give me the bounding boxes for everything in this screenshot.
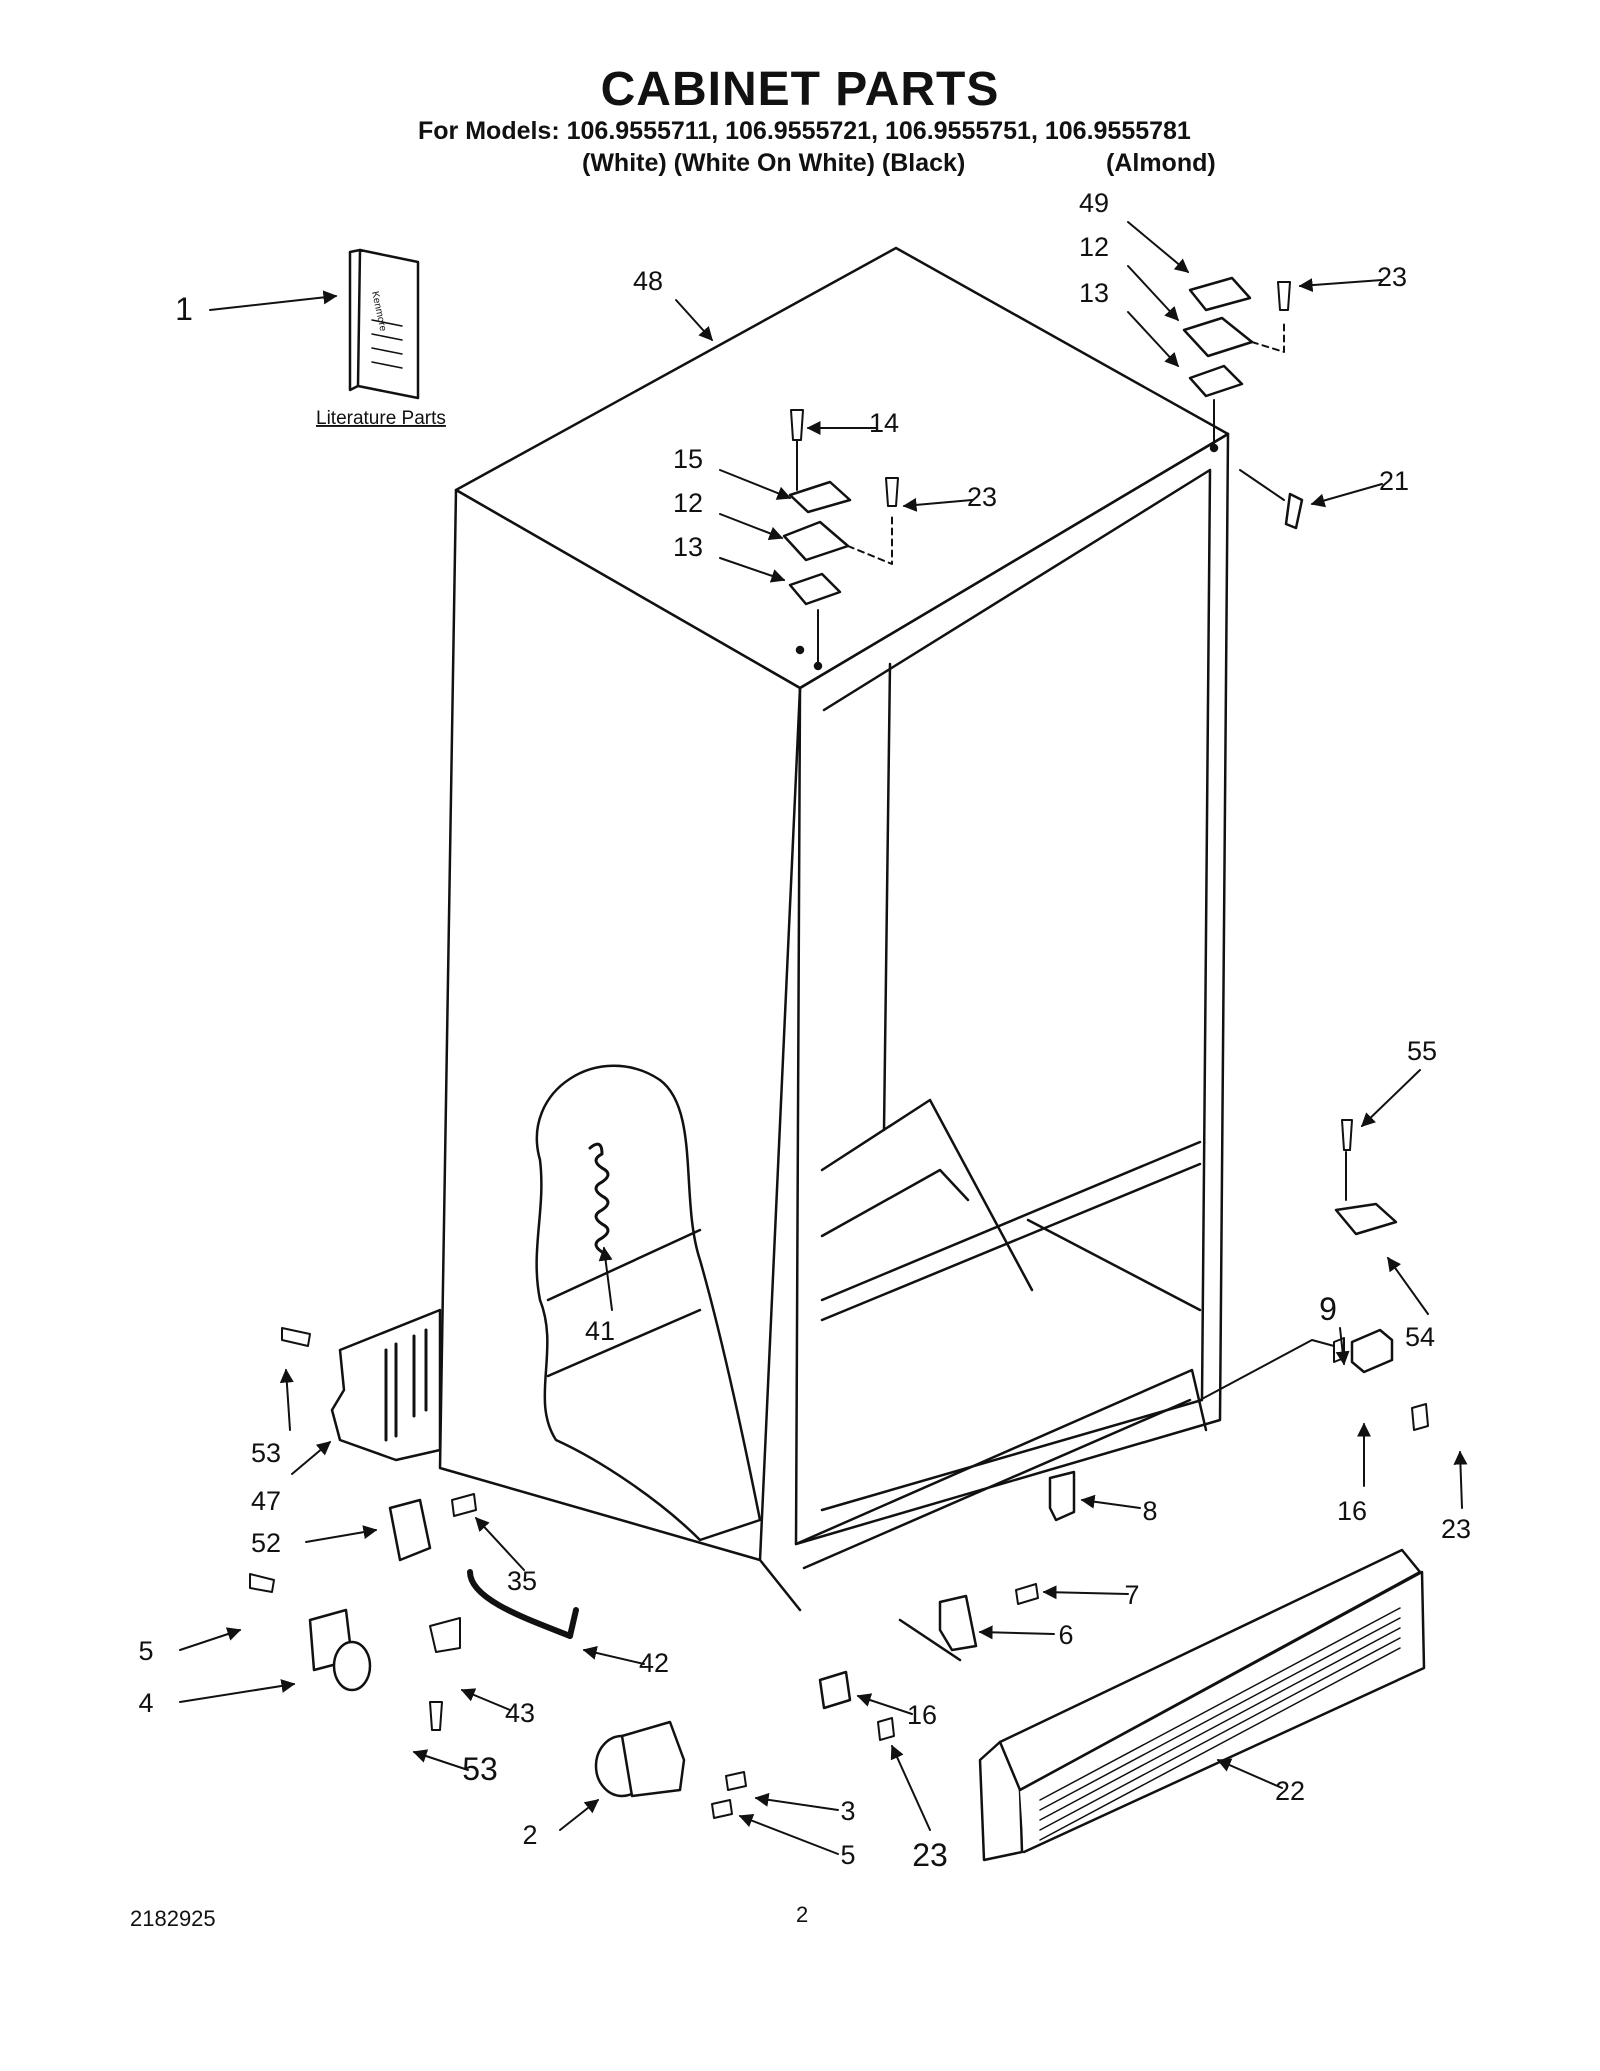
callout-5-arrow <box>738 1814 839 1855</box>
callout-16-arrow <box>856 1693 913 1715</box>
callout-9: 9 <box>1319 1291 1337 1327</box>
callout-53-arrow <box>279 1368 294 1431</box>
callout-49-arrow <box>1127 221 1190 273</box>
callout-42-arrow <box>582 1646 645 1665</box>
callout-13: 13 <box>673 532 703 562</box>
callout-15-arrow <box>719 469 792 500</box>
callout-13-arrow <box>719 557 786 583</box>
toe-grille-22 <box>978 1548 1426 1862</box>
callout-5: 5 <box>138 1636 153 1666</box>
callout-21: 21 <box>1379 466 1409 496</box>
callout-8-arrow <box>1080 1494 1141 1509</box>
document-number: 2182925 <box>130 1906 216 1931</box>
lower-hinge-right <box>1199 1119 1429 1431</box>
callout-14: 14 <box>869 408 899 438</box>
callout-16: 16 <box>907 1700 937 1730</box>
callout-41-arrow <box>598 1246 613 1311</box>
callout-13: 13 <box>1079 278 1109 308</box>
callout-53: 53 <box>251 1438 281 1468</box>
callout-15: 15 <box>673 444 703 474</box>
model-numbers: For Models: 106.9555711, 106.9555721, 10… <box>418 117 1191 145</box>
callout-48: 48 <box>633 266 663 296</box>
callout-23-arrow <box>890 1744 931 1831</box>
callout-3-arrow <box>754 1792 839 1811</box>
callout-55: 55 <box>1407 1036 1437 1066</box>
callout-5: 5 <box>840 1840 855 1870</box>
bracket-47 <box>281 1308 442 1462</box>
callout-47: 47 <box>251 1486 281 1516</box>
literature-booklet: Kenmore <box>348 248 420 400</box>
callout-8: 8 <box>1142 1496 1157 1526</box>
page-title: CABINET PARTS <box>600 63 1000 116</box>
model-color-almond: (Almond) <box>1106 149 1216 177</box>
part-8 <box>1048 1470 1076 1522</box>
callout-35: 35 <box>507 1566 537 1596</box>
callout-52-arrow <box>305 1525 378 1543</box>
callout-23-arrow <box>1453 1450 1468 1509</box>
callout-52: 52 <box>251 1528 281 1558</box>
callout-13-arrow <box>1127 311 1179 368</box>
callout-23-arrow <box>902 497 973 512</box>
callout-43: 43 <box>505 1698 535 1728</box>
cabinet-body <box>438 246 1230 1662</box>
callout-3: 3 <box>840 1796 855 1826</box>
callout-6-arrow <box>978 1625 1055 1640</box>
callout-54: 54 <box>1405 1322 1435 1352</box>
callout-49: 49 <box>1079 188 1109 218</box>
literature-caption: Literature Parts <box>316 408 446 429</box>
callout-23: 23 <box>967 482 997 512</box>
water-tube-42 <box>429 1569 579 1731</box>
callout-35-arrow <box>475 1516 525 1571</box>
callout-6: 6 <box>1058 1620 1073 1650</box>
callout-41: 41 <box>585 1316 615 1346</box>
callout-53: 53 <box>462 1751 498 1787</box>
part-6 <box>938 1594 978 1652</box>
callout-12-arrow <box>719 513 784 540</box>
part-16-lower <box>818 1670 852 1710</box>
callout-23: 23 <box>912 1837 948 1873</box>
callout-4: 4 <box>138 1688 153 1718</box>
callout-12: 12 <box>1079 232 1109 262</box>
callout-5-arrow <box>179 1627 242 1651</box>
callout-7-arrow <box>1042 1585 1129 1600</box>
plug-21 <box>1284 492 1304 530</box>
callout-22: 22 <box>1275 1776 1305 1806</box>
callout-42: 42 <box>639 1648 669 1678</box>
callout-9-arrow <box>1335 1327 1350 1366</box>
callout-23: 23 <box>1377 262 1407 292</box>
model-colors: (White) (White On White) (Black) <box>582 149 966 177</box>
callout-1-arrow <box>209 290 338 311</box>
callout-23-arrow <box>1298 278 1383 293</box>
callout-4-arrow <box>179 1679 296 1703</box>
callout-55-arrow <box>1360 1069 1421 1127</box>
callout-1: 1 <box>175 291 193 327</box>
callout-23: 23 <box>1441 1514 1471 1544</box>
callout-22-arrow <box>1216 1758 1283 1789</box>
callout-47-arrow <box>291 1441 332 1475</box>
callout-54-arrow <box>1387 1256 1429 1315</box>
callout-7: 7 <box>1124 1580 1139 1610</box>
top-hinge-left <box>782 409 899 671</box>
callout-12: 12 <box>673 488 703 518</box>
lower-hinge-2 <box>594 1720 747 1819</box>
roller-bracket-52 <box>388 1498 432 1562</box>
top-hinge-right <box>1182 276 1291 453</box>
callout-21-arrow <box>1310 483 1383 508</box>
callout-53-arrow <box>412 1749 469 1771</box>
callout-48-arrow <box>675 299 713 342</box>
page-number: 2 <box>796 1902 809 1927</box>
callout-16: 16 <box>1337 1496 1367 1526</box>
callout-2-arrow <box>559 1799 600 1831</box>
callout-2: 2 <box>522 1820 537 1850</box>
roller-assembly-4 <box>249 1573 372 1692</box>
callout-43-arrow <box>460 1688 511 1711</box>
callout-12-arrow <box>1127 265 1179 322</box>
